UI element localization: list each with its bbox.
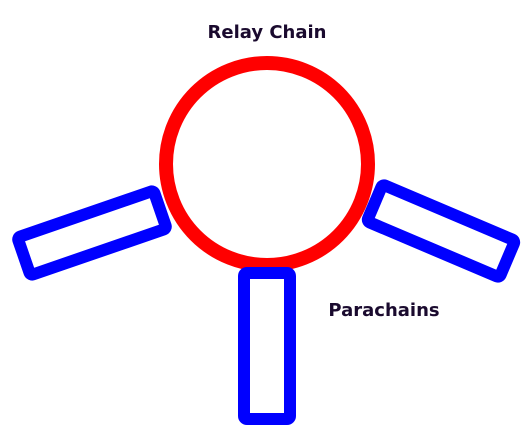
relay-chain-ring <box>159 56 375 272</box>
parachain-bottom <box>238 267 296 425</box>
relay-chain-label: Relay Chain <box>208 22 327 43</box>
parachain-left <box>12 185 172 281</box>
parachain-right <box>361 179 521 283</box>
parachains-label: Parachains <box>328 300 439 321</box>
